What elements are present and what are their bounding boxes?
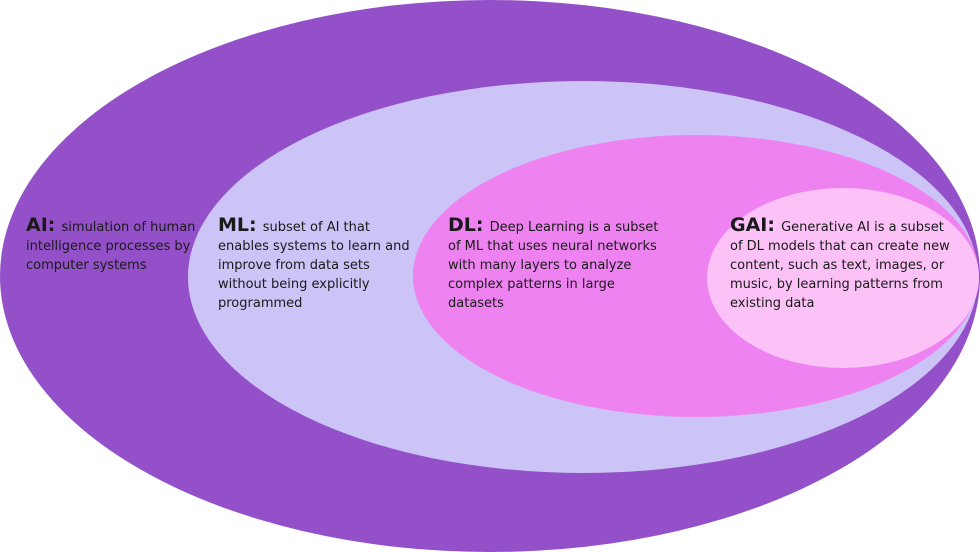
ai-description: simulation of human intelligence process… <box>26 220 196 273</box>
gai-label: GAI: Generative AI is a subset of DL mod… <box>730 216 950 313</box>
gai-description: Generative AI is a subset of DL models t… <box>730 220 950 311</box>
dl-description: Deep Learning is a subset of ML that use… <box>448 220 659 311</box>
gai-abbr: GAI: <box>730 214 775 236</box>
dl-label: DL: Deep Learning is a subset of ML that… <box>448 216 670 313</box>
dl-abbr: DL: <box>448 214 484 236</box>
ml-abbr: ML: <box>218 214 257 236</box>
ai-label: AI: simulation of human intelligence pro… <box>26 216 201 275</box>
ml-description: subset of AI that enables systems to lea… <box>218 220 410 311</box>
ml-label: ML: subset of AI that enables systems to… <box>218 216 413 313</box>
ai-abbr: AI: <box>26 214 56 236</box>
gai-ellipse <box>707 188 979 368</box>
